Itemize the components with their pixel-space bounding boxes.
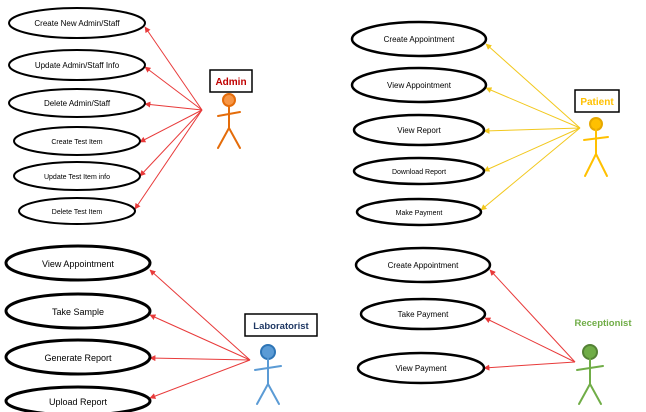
association-arrow	[489, 269, 576, 363]
use-case-ellipse[interactable]: Update Test Item info	[13, 161, 141, 191]
actor-label-box	[574, 89, 620, 113]
association-arrow	[139, 109, 203, 177]
patient-group: Create Appointment View Appointment View…	[350, 20, 620, 227]
association-arrow	[483, 127, 581, 172]
use-case-ellipse[interactable]: View Appointment	[350, 66, 488, 104]
use-case-label: View Payment	[396, 364, 448, 373]
association-arrow	[149, 314, 251, 361]
use-case-label: Generate Report	[44, 353, 112, 363]
actor-name-patient: Patient	[580, 97, 614, 108]
use-case-label: Download Report	[392, 169, 446, 176]
use-case-label: View Appointment	[387, 81, 452, 90]
actor-label-box	[209, 69, 253, 93]
association-arrow	[144, 66, 203, 111]
association-arrow	[485, 87, 581, 129]
association-arrow	[484, 317, 576, 363]
actor-figure-icon	[583, 117, 609, 177]
use-case-label: Delete Admin/Staff	[44, 99, 111, 108]
laboratorist-group: View Appointment Take Sample Generate Re…	[4, 244, 318, 412]
use-case-label: Delete Test Item	[52, 209, 103, 216]
actor-figure-icon	[576, 344, 604, 405]
use-case-ellipse[interactable]: Generate Report	[4, 338, 152, 376]
association-arrow	[144, 26, 203, 111]
use-case-ellipse[interactable]: Delete Admin/Staff	[8, 88, 146, 118]
association-arrow	[149, 355, 251, 362]
use-case-label: Create Appointment	[388, 261, 459, 270]
use-case-label: Make Payment	[396, 210, 443, 217]
association-arrow	[480, 127, 581, 211]
actor-figure-icon	[254, 344, 282, 405]
use-case-ellipse[interactable]: Take Sample	[4, 292, 152, 330]
use-case-ellipse[interactable]: Create New Admin/Staff	[8, 7, 146, 39]
use-case-ellipse[interactable]: Create Test Item	[13, 126, 141, 156]
use-case-ellipse[interactable]: Update Admin/Staff Info	[8, 49, 146, 81]
association-arrow	[483, 361, 576, 371]
actor-name-admin: Admin	[215, 77, 246, 88]
use-case-label: View Appointment	[42, 259, 114, 269]
use-case-label: View Report	[397, 126, 441, 135]
use-case-ellipse[interactable]: View Appointment	[4, 244, 152, 282]
use-case-label: Create Appointment	[384, 35, 455, 44]
use-case-ellipse[interactable]: Create Appointment	[354, 246, 492, 284]
association-arrow	[134, 109, 203, 210]
use-case-ellipse[interactable]: Make Payment	[355, 197, 483, 227]
use-case-ellipse[interactable]: Upload Report	[4, 385, 152, 412]
use-case-ellipse[interactable]: View Payment	[356, 351, 486, 385]
association-lines	[134, 26, 581, 399]
use-case-label: Take Sample	[52, 307, 104, 317]
actor-label-box	[565, 310, 643, 334]
receptionist-group: Create Appointment Take Payment View Pay…	[354, 246, 643, 405]
use-case-label: Take Payment	[398, 310, 449, 319]
actor-name-receptionist: Receptionist	[574, 318, 632, 329]
use-case-ellipse[interactable]: Download Report	[352, 156, 486, 186]
use-case-label: Update Test Item info	[44, 174, 110, 181]
admin-group: Create New Admin/Staff Update Admin/Staf…	[8, 7, 253, 225]
association-arrow	[485, 43, 581, 129]
use-case-ellipse[interactable]: View Report	[352, 113, 486, 147]
actor-label-box	[244, 313, 318, 337]
use-case-label: Update Admin/Staff Info	[35, 61, 120, 70]
actor-name-laboratorist: Laboratorist	[253, 321, 309, 332]
use-case-label: Upload Report	[49, 397, 108, 407]
use-case-ellipse[interactable]: Create Appointment	[350, 20, 488, 58]
association-arrow	[149, 269, 251, 361]
association-arrow	[483, 127, 581, 134]
association-arrow	[149, 359, 251, 399]
association-arrow	[139, 109, 203, 143]
use-case-ellipse[interactable]: Take Payment	[359, 297, 487, 331]
use-case-label: Create New Admin/Staff	[34, 19, 120, 28]
use-case-label: Create Test Item	[51, 139, 102, 146]
use-case-ellipse[interactable]: Delete Test Item	[18, 197, 136, 225]
actor-figure-icon	[217, 93, 241, 149]
association-arrow	[144, 101, 203, 111]
